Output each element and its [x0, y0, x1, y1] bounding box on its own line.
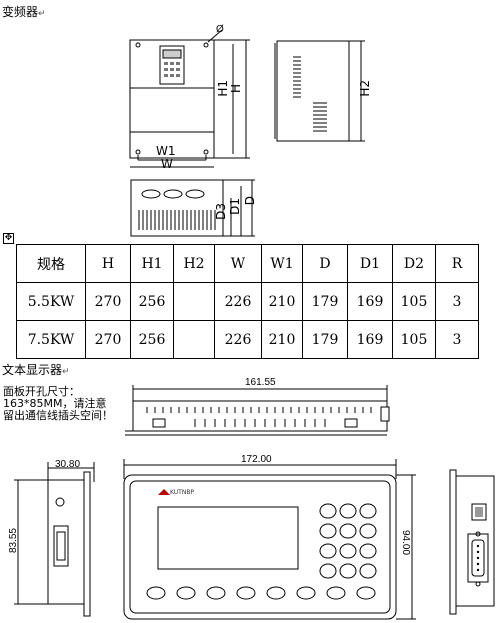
table-row: 7.5KW 270 256 226 210 179 169 105 3 — [16, 320, 479, 359]
panel-cutout-note: 面板开孔尺寸： 163*85MM，请注意 留出通信线插头空间！ — [3, 386, 113, 422]
header-cell: W — [214, 244, 262, 283]
table-cell: 179 — [302, 320, 348, 359]
spec-table: 规格 H H1 H2 W W1 D D1 D2 R 5.5KW 270 256 … — [16, 244, 479, 359]
table-cell: 226 — [214, 320, 262, 359]
header-cell: D2 — [392, 244, 436, 283]
table-cell: 105 — [392, 320, 436, 359]
table-cell — [173, 320, 215, 359]
header-cell: D — [302, 244, 348, 283]
header-cell: R — [435, 244, 479, 283]
table-row: 5.5KW 270 256 226 210 179 169 105 3 — [16, 282, 479, 321]
dim-front-height: 94.00 — [400, 530, 411, 556]
table-cell: 226 — [214, 282, 262, 321]
label-d: D — [243, 196, 257, 206]
table-cell: 169 — [347, 320, 393, 359]
section-title-inverter: 变频器↵ — [2, 5, 46, 19]
header-cell: H1 — [130, 244, 174, 283]
note-line-1: 面板开孔尺寸： — [3, 385, 80, 398]
header-cell: H — [85, 244, 131, 283]
table-cell: 3 — [435, 282, 479, 321]
header-cell: 规格 — [16, 244, 86, 283]
brand-logo: KUTNBP — [170, 489, 195, 496]
table-cell: 270 — [85, 282, 131, 321]
section-title-text-display: 文本显示器↵ — [2, 363, 70, 377]
table-cell: 3 — [435, 320, 479, 359]
display-left-side-view — [14, 462, 95, 617]
display-right-side-view — [449, 469, 495, 615]
label-w1: W1 — [156, 144, 176, 158]
label-phi: Ø — [216, 24, 224, 35]
table-cell: 210 — [261, 320, 303, 359]
table-cell — [173, 282, 215, 321]
dim-side-height: 83.55 — [8, 528, 19, 554]
label-h: H — [229, 84, 243, 94]
header-cell: H2 — [173, 244, 215, 283]
table-cell: 105 — [392, 282, 436, 321]
header-cell: W1 — [261, 244, 303, 283]
label-h2: H2 — [358, 80, 372, 97]
note-line-2: 163*85MM，请注意 — [3, 397, 107, 410]
table-cell: 169 — [347, 282, 393, 321]
table-header-row: 规格 H H1 H2 W W1 D D1 D2 R — [16, 244, 479, 283]
label-w: W — [161, 157, 173, 171]
label-d3: D3 — [214, 203, 228, 220]
note-line-3: 留出通信线插头空间！ — [3, 409, 113, 422]
dim-side-width: 30.80 — [55, 459, 81, 470]
inverter-side-view — [274, 40, 365, 142]
inverter-front-view — [129, 29, 250, 168]
table-cell: 270 — [85, 320, 131, 359]
header-cell: D1 — [347, 244, 393, 283]
table-cell: 256 — [130, 320, 174, 359]
table-cell: 256 — [130, 282, 174, 321]
label-h1: H1 — [216, 80, 230, 97]
display-top-view — [125, 385, 390, 436]
label-d1: D1 — [228, 198, 242, 215]
table-cell: 179 — [302, 282, 348, 321]
table-cell: 7.5KW — [16, 320, 86, 359]
inverter-bottom-view — [130, 179, 255, 237]
display-front-view — [123, 459, 416, 620]
table-cell: 5.5KW — [16, 282, 86, 321]
table-move-handle-icon[interactable]: ✥ — [3, 233, 14, 244]
table-cell: 210 — [261, 282, 303, 321]
dim-front-width: 172.00 — [241, 454, 272, 465]
dim-top-width: 161.55 — [245, 377, 276, 388]
